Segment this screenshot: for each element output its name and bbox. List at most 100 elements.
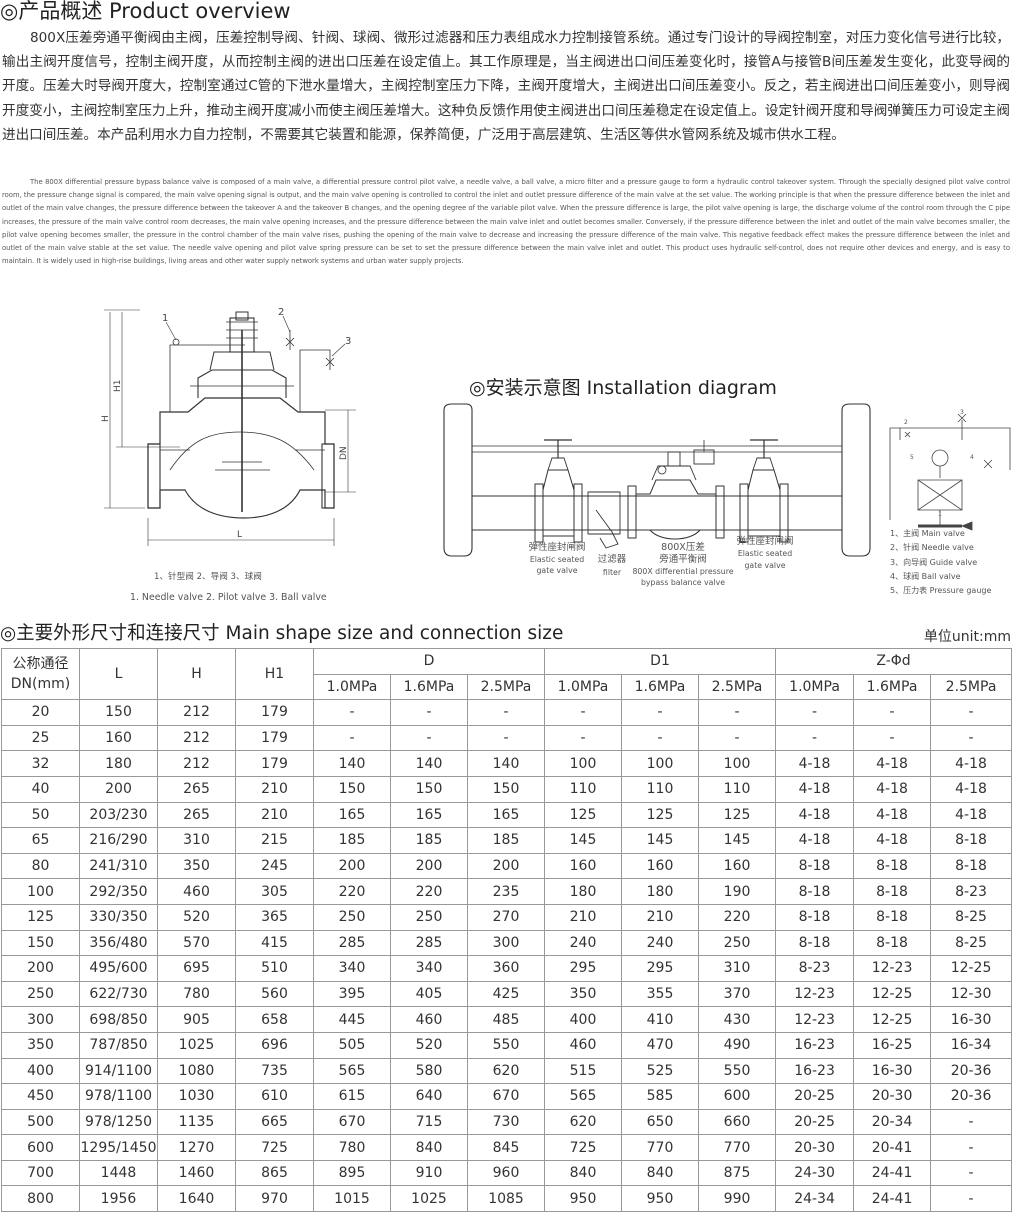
- schematic-num-2: 2: [904, 419, 908, 426]
- table-cell: 1460: [157, 1159, 236, 1187]
- table-cell: -: [698, 724, 777, 752]
- header-pressure: 2.5MPa: [466, 673, 546, 701]
- table-cell: 200: [1, 955, 80, 982]
- table-cell: -: [930, 1108, 1013, 1136]
- table-cell: 150: [466, 775, 546, 803]
- table-cell: 150: [1, 929, 80, 957]
- schematic-legend-4: 4、球阀 Ball valve: [890, 571, 961, 581]
- table-cell: 8-18: [853, 878, 932, 905]
- table-cell: 370: [698, 980, 777, 1008]
- table-cell: 12-25: [853, 980, 932, 1008]
- table-cell: 1295/1450: [79, 1134, 158, 1161]
- table-cell: 4-18: [930, 801, 1013, 829]
- schematic-num-1: 1: [938, 511, 942, 518]
- table-cell: 520: [390, 1031, 468, 1059]
- table-cell: 235: [466, 878, 546, 905]
- table-cell: 295: [621, 955, 700, 982]
- table-cell: 875: [698, 1159, 777, 1187]
- table-cell: 8-23: [775, 955, 855, 982]
- table-cell: 4-18: [775, 750, 855, 777]
- table-cell: 770: [621, 1134, 700, 1161]
- table-cell: 285: [313, 929, 391, 957]
- table-cell: -: [621, 724, 700, 752]
- gate-valve-right-en-2: gate valve: [744, 561, 785, 570]
- table-cell: 125: [621, 801, 700, 829]
- table-cell: 730: [466, 1108, 546, 1136]
- header-h1: H1: [235, 647, 314, 701]
- table-cell: 165: [466, 801, 546, 829]
- table-cell: 620: [544, 1108, 623, 1136]
- table-cell: 360: [466, 955, 546, 982]
- callout-3: 3: [345, 336, 351, 347]
- table-cell: 250: [313, 903, 391, 931]
- table-cell: 20-25: [775, 1083, 855, 1110]
- table-cell: 265: [157, 775, 236, 803]
- table-cell: 25: [1, 724, 80, 752]
- table-cell: 145: [698, 827, 777, 854]
- schematic-legend-2: 2、针阀 Needle valve: [890, 542, 974, 552]
- header-pressure: 1.6MPa: [853, 673, 932, 701]
- table-cell: 405: [390, 980, 468, 1008]
- table-cell: 565: [544, 1083, 623, 1110]
- table-cell: 65: [1, 827, 80, 854]
- table-cell: 715: [390, 1108, 468, 1136]
- table-cell: 180: [544, 878, 623, 905]
- table-cell: 210: [544, 903, 623, 931]
- dimensions-table: 公称通径 DN(mm) L H H1 D D1 Z-Φd 1.0MPa 1.6M…: [1, 647, 1013, 1213]
- table-cell: -: [390, 724, 468, 752]
- table-cell: 905: [157, 1006, 236, 1033]
- header-dn-line1: 公称通径: [12, 656, 69, 673]
- table-cell: 215: [235, 827, 314, 854]
- table-cell: 610: [235, 1083, 314, 1110]
- table-cell: 1080: [157, 1057, 236, 1085]
- table-cell: 240: [544, 929, 623, 957]
- table-cell: 160: [79, 724, 158, 752]
- table-cell: 270: [466, 903, 546, 931]
- center-valve-cn-2: 旁通平衡阀: [659, 553, 707, 565]
- table-cell: 8-18: [775, 903, 855, 931]
- table-cell: 245: [235, 852, 314, 880]
- table-cell: 295: [544, 955, 623, 982]
- table-cell: 840: [544, 1159, 623, 1187]
- table-cell: 780: [313, 1134, 391, 1161]
- table-cell: 160: [544, 852, 623, 880]
- table-cell: 305: [235, 878, 314, 905]
- table-cell: 460: [390, 1006, 468, 1033]
- table-cell: 1025: [157, 1031, 236, 1059]
- table-cell: 125: [544, 801, 623, 829]
- table-cell: 1270: [157, 1134, 236, 1161]
- valve-section-drawing: [104, 309, 356, 546]
- table-cell: 24-41: [853, 1185, 932, 1213]
- table-cell: 658: [235, 1006, 314, 1033]
- table-cell: 4-18: [930, 775, 1013, 803]
- table-cell: 8-18: [853, 852, 932, 880]
- header-d: D: [312, 648, 546, 675]
- table-cell: 16-23: [775, 1057, 855, 1085]
- gate-valve-right-en-1: Elastic seated: [738, 549, 792, 558]
- table-cell: 8-18: [775, 929, 855, 957]
- table-cell: 165: [313, 801, 391, 829]
- table-cell: 16-25: [853, 1031, 932, 1059]
- table-cell: 425: [466, 980, 546, 1008]
- table-cell: 525: [621, 1057, 700, 1085]
- table-cell: 4-18: [775, 801, 855, 829]
- table-cell: 410: [621, 1006, 700, 1033]
- table-cell: 20-41: [853, 1134, 932, 1161]
- gate-valve-left-cn: 弹性座封闸阀: [528, 541, 585, 553]
- table-cell: 500: [1, 1108, 80, 1136]
- table-cell: 16-23: [775, 1031, 855, 1059]
- gate-valve-left-en-2: gate valve: [536, 566, 577, 575]
- table-cell: 241/310: [79, 852, 158, 880]
- center-valve-en-2: bypass balance valve: [641, 578, 725, 587]
- center-valve-en-1: 800X differential pressure: [632, 567, 733, 576]
- table-cell: 840: [621, 1159, 700, 1187]
- table-cell: 24-34: [775, 1185, 855, 1213]
- table-cell: -: [853, 699, 932, 726]
- schematic-legend-5: 5、压力表 Pressure gauge: [890, 585, 991, 595]
